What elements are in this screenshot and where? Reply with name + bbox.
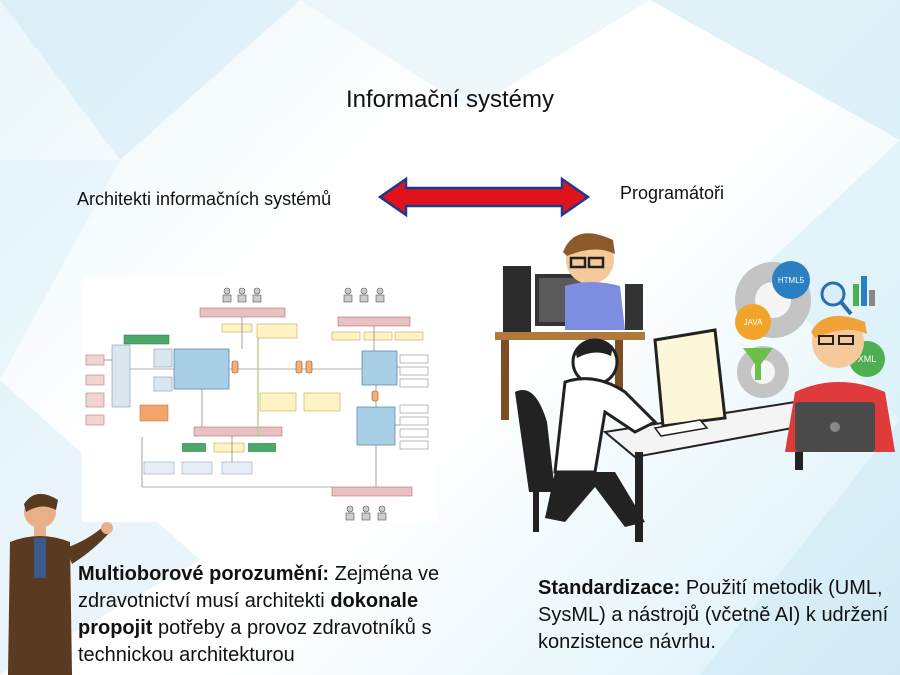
presenter-illustration bbox=[8, 493, 113, 675]
java-icon-label: JAVA bbox=[744, 318, 763, 327]
multidisciplinary-body-1: Zejména ve zdravotnictví musí architekti bbox=[78, 563, 440, 612]
standardization-heading: Standardizace: bbox=[538, 577, 681, 599]
standardization-text: Standardizace: Použití metodik (UML, Sys… bbox=[538, 575, 893, 656]
html5-icon-label: HTML5 bbox=[778, 276, 805, 285]
architects-label: Architekti informačních systémů bbox=[77, 189, 332, 209]
slide-title: Informační systémy bbox=[345, 86, 555, 113]
multidisciplinary-body-2: potřeby a provoz zdravotníků s technicko… bbox=[78, 617, 432, 666]
programmers-illustration: HTML5 JAVA XML bbox=[495, 233, 895, 542]
multidisciplinary-emphasis: dokonale propojit bbox=[78, 590, 419, 639]
programmers-label: Programátoři bbox=[620, 183, 725, 203]
architecture-diagram bbox=[82, 277, 437, 522]
double-arrow-icon bbox=[378, 176, 590, 218]
multidisciplinary-text: Multioborové porozumění: Zejména ve zdra… bbox=[78, 561, 488, 669]
xml-icon-label: XML bbox=[858, 354, 877, 364]
multidisciplinary-heading: Multioborové porozumění: bbox=[78, 563, 330, 585]
standardization-body: Použití metodik (UML, SysML) a nástrojů … bbox=[538, 577, 889, 653]
